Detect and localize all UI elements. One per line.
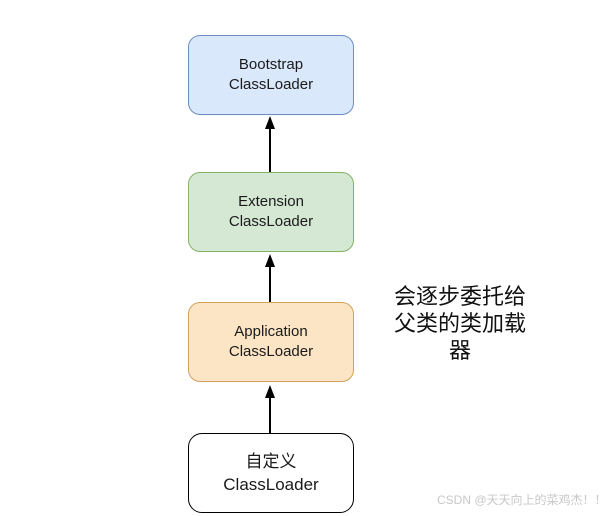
box-label-line2: ClassLoader (223, 475, 319, 494)
arrow-custom-to-application (263, 385, 277, 433)
box-extension-classloader: Extension ClassLoader (188, 172, 354, 252)
box-label-line1: 自定义 (245, 452, 297, 471)
arrow-application-to-extension (263, 254, 277, 302)
box-bootstrap-classloader: Bootstrap ClassLoader (188, 35, 354, 115)
annotation-line3: 器 (448, 338, 471, 363)
box-application-classloader: Application ClassLoader (188, 302, 354, 382)
arrow-line (269, 396, 271, 433)
annotation-line2: 父类的类加载 (393, 311, 526, 336)
watermark-csdn: CSDN @天天向上的菜鸡杰！！ (437, 493, 607, 507)
box-label-line1: Extension (238, 193, 304, 210)
arrow-line (269, 127, 271, 172)
annotation-delegation-note: 会逐步委托给 父类的类加载 器 (383, 283, 537, 364)
box-label-line2: ClassLoader (228, 76, 314, 93)
annotation-line1: 会逐步委托给 (393, 284, 526, 309)
box-label-line1: Application (234, 323, 308, 340)
arrowhead-up-icon (265, 254, 275, 267)
arrow-extension-to-bootstrap (263, 116, 277, 172)
box-label-line2: ClassLoader (228, 343, 314, 360)
arrowhead-up-icon (265, 116, 275, 129)
box-label-line2: ClassLoader (228, 213, 314, 230)
arrowhead-up-icon (265, 385, 275, 398)
box-label-line1: Bootstrap (238, 56, 304, 73)
arrow-line (269, 265, 271, 302)
box-custom-classloader: 自定义 ClassLoader (188, 433, 354, 513)
